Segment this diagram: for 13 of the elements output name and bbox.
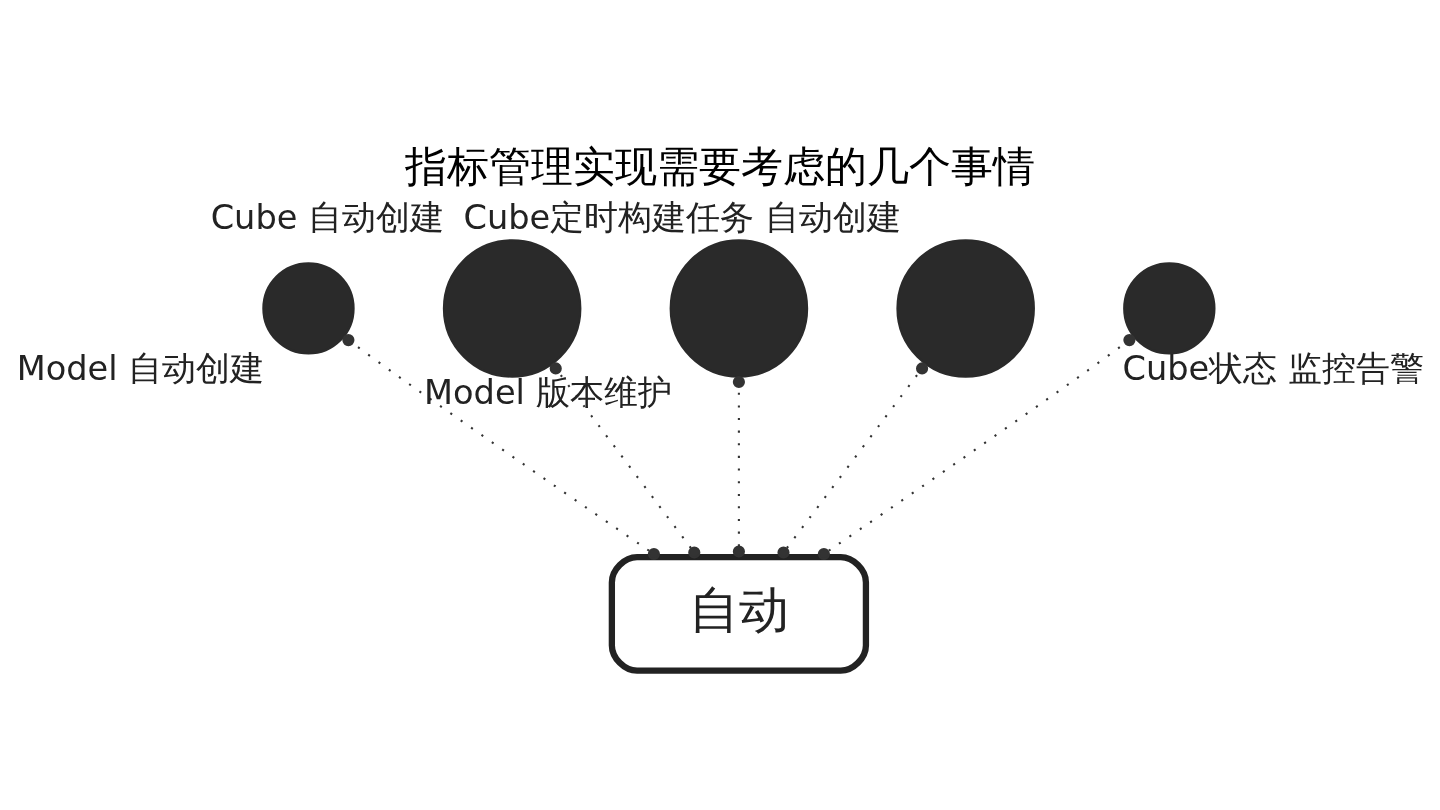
node-label: Cube 自动创建 <box>210 198 445 238</box>
node-label: Model 自动创建 <box>16 349 265 389</box>
connector <box>732 375 745 558</box>
node-box: 自动 <box>608 554 870 674</box>
diagram-title: 指标管理实现需要考虑的几个事情 <box>405 142 1035 192</box>
node-circle <box>669 239 809 378</box>
node-label: Cube状态 监控告警 <box>1122 349 1424 389</box>
connector <box>342 334 660 561</box>
connector <box>549 362 701 559</box>
connector <box>817 334 1136 561</box>
connector <box>777 362 929 559</box>
node-label: Model 版本维护 <box>424 372 672 412</box>
node-label: Cube定时构建任务 自动创建 <box>463 198 901 238</box>
